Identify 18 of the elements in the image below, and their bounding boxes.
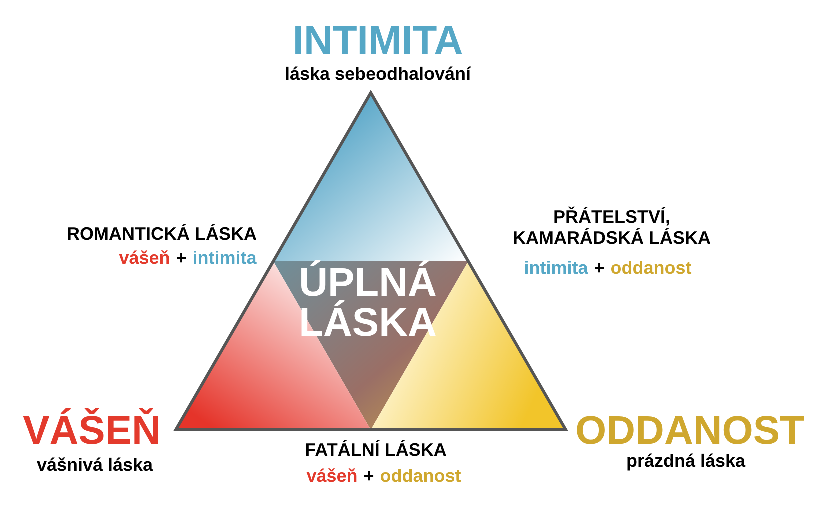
- plus-sign: +: [176, 248, 187, 269]
- plus-sign: +: [594, 258, 605, 279]
- vertex-subtitle: láska sebeodhalování: [284, 64, 472, 85]
- component-word: vášeň: [119, 248, 170, 269]
- plus-sign: +: [364, 466, 374, 487]
- vertex-title: ODDANOST: [576, 408, 804, 454]
- component-word: intimita: [524, 258, 588, 279]
- component-word: intimita: [192, 248, 257, 269]
- vertex-title: VÁŠEŇ: [23, 408, 161, 454]
- component-word: oddanost: [380, 466, 462, 487]
- component-word: oddanost: [610, 258, 692, 279]
- component-word: vášeň: [306, 466, 358, 487]
- vertex-subtitle: prázdná láska: [626, 451, 746, 472]
- region-title: PŘÁTELSTVÍ, KAMARÁDSKÁ LÁSKA: [512, 207, 712, 248]
- vertex-title: INTIMITA: [292, 18, 464, 64]
- region-title: ROMANTICKÁ LÁSKA: [67, 224, 257, 245]
- vertex-subtitle: vášnivá láska: [36, 455, 154, 476]
- region-title: FATÁLNÍ LÁSKA: [305, 440, 447, 461]
